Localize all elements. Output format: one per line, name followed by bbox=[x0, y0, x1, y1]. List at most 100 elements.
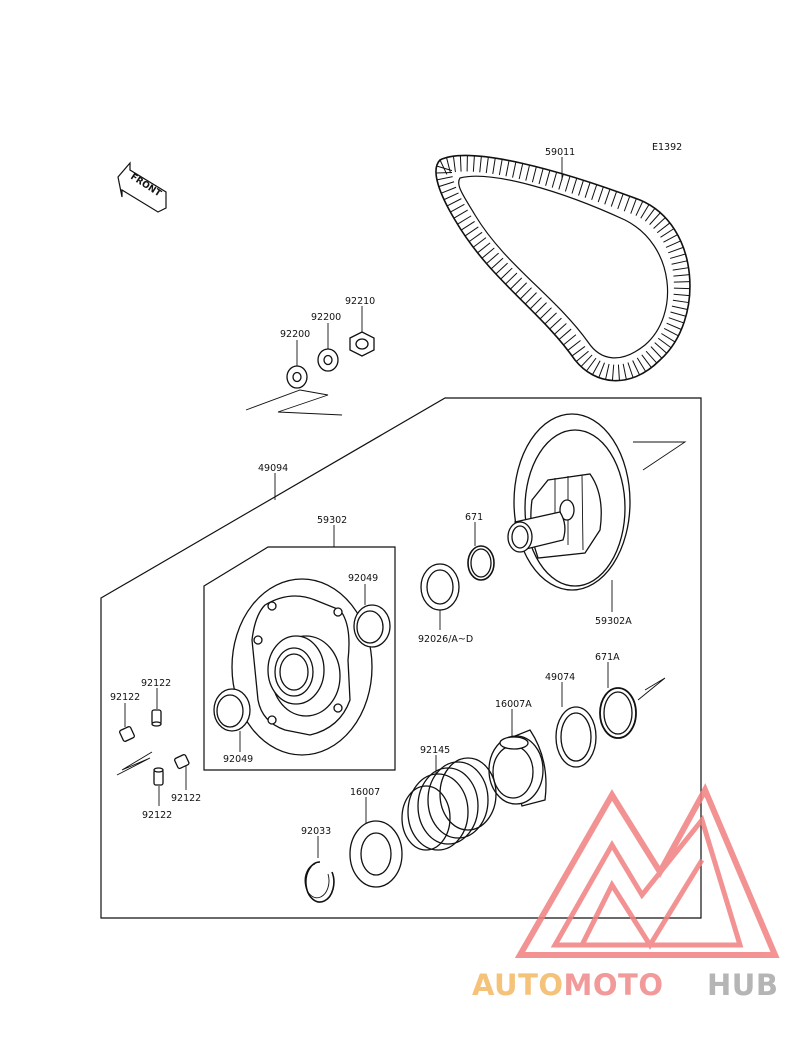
belt-tooth bbox=[575, 350, 589, 362]
belt-tooth bbox=[564, 176, 571, 192]
movable-sheave-59302 bbox=[231, 578, 373, 756]
belt-tooth bbox=[446, 198, 462, 207]
label-49094: 49094 bbox=[258, 463, 288, 474]
belt-tooth bbox=[650, 346, 663, 359]
cam-16007 bbox=[349, 820, 403, 888]
belt-tooth bbox=[485, 157, 489, 174]
belt-tooth bbox=[558, 174, 564, 190]
belt-tooth bbox=[668, 317, 685, 324]
belt-tooth bbox=[660, 228, 675, 238]
belt-tooth bbox=[481, 247, 495, 259]
label-16007A: 16007A bbox=[495, 699, 532, 710]
slider-92122-c bbox=[174, 754, 190, 770]
label-92033: 92033 bbox=[301, 826, 331, 837]
belt-tooth bbox=[539, 307, 552, 320]
belt-tooth bbox=[661, 333, 676, 343]
belt-tooth bbox=[654, 342, 668, 354]
belt-tooth bbox=[514, 282, 528, 295]
belt-tooth bbox=[498, 159, 503, 176]
belt-tooth bbox=[666, 322, 682, 330]
belt-tooth bbox=[663, 234, 678, 243]
belt-tooth bbox=[558, 328, 572, 340]
belt-tooth bbox=[450, 203, 465, 213]
belt-tooth bbox=[584, 182, 591, 198]
belt-tooth bbox=[567, 340, 581, 351]
belt-tooth bbox=[544, 312, 557, 325]
label-92122-b: 92122 bbox=[110, 692, 140, 703]
belt-tooth bbox=[635, 201, 644, 216]
belt-tooth bbox=[436, 176, 453, 181]
belt-tooth bbox=[464, 226, 479, 237]
belt-tooth bbox=[670, 311, 687, 317]
label-92200-b: 92200 bbox=[311, 312, 341, 323]
belt-tooth bbox=[591, 184, 598, 200]
belt-tooth bbox=[657, 337, 672, 349]
belt-tooth bbox=[591, 360, 601, 375]
label-92122-c: 92122 bbox=[171, 793, 201, 804]
belt-tooth bbox=[453, 209, 468, 219]
watermark-logo-icon bbox=[514, 783, 780, 958]
belt-tooth bbox=[538, 168, 544, 185]
label-49074: 49074 bbox=[545, 672, 575, 683]
belt-tooth bbox=[673, 281, 690, 283]
bearing-92049-bottom bbox=[213, 688, 251, 732]
belt-tooth bbox=[653, 217, 666, 229]
belt-tooth bbox=[519, 287, 532, 300]
belt-tooth bbox=[510, 277, 523, 290]
label-92049-top: 92049 bbox=[348, 573, 378, 584]
belt-tooth bbox=[505, 272, 518, 285]
belt-tooth bbox=[580, 354, 593, 367]
belt-tooth bbox=[636, 357, 647, 372]
svg-text:HUB: HUB bbox=[707, 968, 778, 1002]
front-arrow-icon: FRONT bbox=[117, 161, 167, 213]
slider-92122-b bbox=[119, 726, 135, 742]
belt-tooth bbox=[586, 357, 597, 372]
belt-tooth bbox=[436, 165, 453, 172]
belt-tooth bbox=[495, 262, 508, 275]
belt-tooth bbox=[525, 164, 531, 181]
belt-tooth bbox=[663, 328, 679, 337]
label-59302: 59302 bbox=[317, 515, 347, 526]
belt-tooth bbox=[578, 180, 584, 196]
bearing-92049-top bbox=[353, 604, 391, 648]
belt-tooth bbox=[611, 364, 615, 381]
svg-text:AUTOMOTO: AUTOMOTO bbox=[472, 968, 664, 1002]
belt-tooth bbox=[630, 198, 637, 214]
belt-tooth bbox=[604, 188, 611, 205]
belt-tooth bbox=[531, 166, 537, 183]
belt-tooth bbox=[571, 178, 578, 194]
belt-tooth bbox=[627, 362, 634, 378]
belt-tooth bbox=[439, 159, 448, 175]
slider-92122-d bbox=[153, 767, 164, 786]
front-label: FRONT bbox=[128, 172, 163, 200]
label-92122-a: 92122 bbox=[141, 678, 171, 689]
belt-tooth bbox=[477, 242, 491, 254]
belt-tooth bbox=[460, 221, 475, 231]
belt-tooth bbox=[457, 215, 472, 225]
label-671: 671 bbox=[465, 512, 483, 523]
assembly-box-49094 bbox=[100, 397, 702, 919]
label-59302A: 59302A bbox=[595, 616, 632, 627]
belt-tooth bbox=[472, 155, 475, 172]
belt-tooth bbox=[598, 362, 605, 378]
label-92026: 92026/A~D bbox=[418, 634, 473, 645]
label-59011: 59011 bbox=[545, 147, 575, 158]
belt-tooth bbox=[490, 257, 504, 270]
belt-tooth bbox=[468, 231, 483, 243]
belt-tooth bbox=[623, 196, 631, 212]
belt-tooth bbox=[459, 155, 462, 172]
drive-belt bbox=[435, 154, 691, 382]
label-92145: 92145 bbox=[420, 745, 450, 756]
belt-tooth bbox=[452, 156, 456, 173]
belt-tooth bbox=[673, 293, 690, 297]
cam-16007A bbox=[488, 729, 547, 807]
belt-tooth bbox=[597, 186, 604, 203]
snap-ring-92033 bbox=[304, 861, 335, 903]
belt-tooth bbox=[656, 222, 671, 234]
belt-tooth bbox=[622, 363, 627, 380]
belt-tooth bbox=[649, 212, 661, 225]
belt-tooth bbox=[617, 364, 620, 381]
ring-671 bbox=[467, 545, 495, 581]
belt-tooth bbox=[640, 204, 650, 219]
belt-tooth bbox=[673, 274, 690, 277]
